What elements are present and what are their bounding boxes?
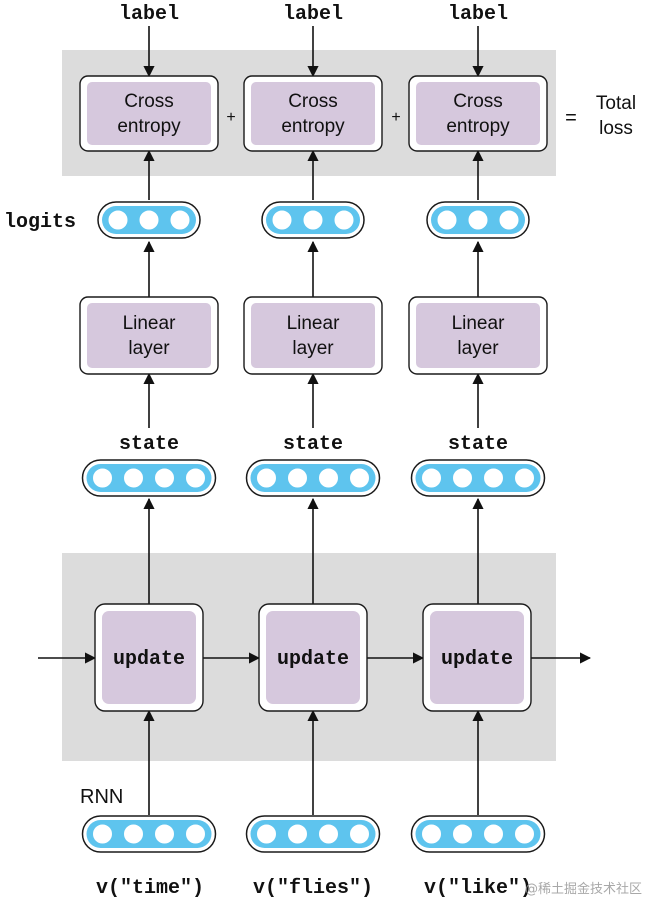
vector-fill	[86, 464, 212, 492]
vector-fill	[250, 820, 376, 848]
vector-dot	[92, 467, 113, 489]
vector-dot	[92, 823, 113, 845]
vector-dot	[467, 209, 489, 231]
vector-dot	[421, 467, 442, 489]
input-vector	[81, 815, 217, 853]
vector-dot	[483, 823, 504, 845]
update-box: update	[422, 603, 532, 712]
vector-dot	[436, 209, 458, 231]
cross-entropy-line-1: Cross	[288, 91, 338, 112]
equals-sign: =	[565, 107, 577, 129]
vector-dot	[302, 209, 324, 231]
update-label: update	[277, 648, 349, 671]
update-box: update	[94, 603, 204, 712]
total-loss-line-2: loss	[599, 118, 633, 139]
update-box: update	[258, 603, 368, 712]
vector-dot	[483, 467, 504, 489]
logits-vector	[426, 201, 530, 239]
arrows	[38, 26, 592, 815]
cross-entropy-box: Cross entropy	[79, 75, 219, 152]
watermark: @稀土掘金技术社区	[525, 881, 642, 897]
cross-entropy-line-1: Cross	[453, 91, 503, 112]
top-label: label	[119, 3, 179, 26]
cross-entropy-line-1: Cross	[124, 91, 174, 112]
state-label: state	[448, 433, 508, 456]
vector-dot	[256, 823, 277, 845]
state-vector	[410, 459, 546, 497]
update-label: update	[441, 648, 513, 671]
vector-dot	[154, 467, 175, 489]
state-label: state	[119, 433, 179, 456]
plus-sign: +	[391, 109, 400, 126]
update-label: update	[113, 648, 185, 671]
linear-layer-box: Linear layer	[79, 296, 219, 375]
vector-dot	[287, 823, 308, 845]
linear-layer-line-2: layer	[457, 338, 499, 359]
vector-dot	[349, 467, 370, 489]
vector-dot	[514, 467, 535, 489]
vector-dot	[452, 823, 473, 845]
vector-dot	[271, 209, 293, 231]
input-label: v("flies")	[253, 877, 373, 900]
top-label: label	[283, 3, 343, 26]
vector-dot	[123, 467, 144, 489]
top-label: label	[448, 3, 508, 26]
linear-layer-line-1: Linear	[123, 313, 176, 334]
vector-dot	[256, 467, 277, 489]
vector-fill	[415, 464, 541, 492]
vector-dot	[318, 823, 339, 845]
state-label: state	[283, 433, 343, 456]
total-loss-line-1: Total	[596, 93, 636, 114]
vector-dot	[185, 467, 206, 489]
vector-dot	[333, 209, 355, 231]
vector-dot	[287, 467, 308, 489]
linear-layer-line-1: Linear	[452, 313, 505, 334]
linear-layer-box: Linear layer	[408, 296, 548, 375]
state-vector	[245, 459, 381, 497]
vector-dot	[169, 209, 191, 231]
input-vector	[245, 815, 381, 853]
linear-layer-line-2: layer	[128, 338, 170, 359]
vector-fill	[86, 820, 212, 848]
rnn-label: RNN	[80, 786, 123, 808]
vector-dot	[138, 209, 160, 231]
vector-fill	[250, 464, 376, 492]
input-label: v("like")	[424, 877, 532, 900]
logits-vector	[97, 201, 201, 239]
cross-entropy-box: Cross entropy	[408, 75, 548, 152]
vector-fill	[415, 820, 541, 848]
cross-entropy-box: Cross entropy	[243, 75, 383, 152]
vector-dot	[185, 823, 206, 845]
linear-layer-box: Linear layer	[243, 296, 383, 375]
linear-layer-line-1: Linear	[287, 313, 340, 334]
vector-dot	[107, 209, 129, 231]
logits-label: logits	[4, 211, 76, 234]
vector-dot	[154, 823, 175, 845]
cross-entropy-line-2: entropy	[281, 116, 345, 137]
cross-entropy-line-2: entropy	[117, 116, 181, 137]
vector-dot	[349, 823, 370, 845]
vector-dot	[421, 823, 442, 845]
vector-dot	[123, 823, 144, 845]
logits-vector	[261, 201, 365, 239]
vector-dot	[514, 823, 535, 845]
cross-entropy-line-2: entropy	[446, 116, 510, 137]
vector-layer	[81, 201, 546, 853]
vector-dot	[452, 467, 473, 489]
state-vector	[81, 459, 217, 497]
vector-dot	[498, 209, 520, 231]
vector-dot	[318, 467, 339, 489]
input-label: v("time")	[96, 877, 204, 900]
linear-layer-line-2: layer	[292, 338, 334, 359]
plus-sign: +	[226, 109, 235, 126]
input-vector	[410, 815, 546, 853]
